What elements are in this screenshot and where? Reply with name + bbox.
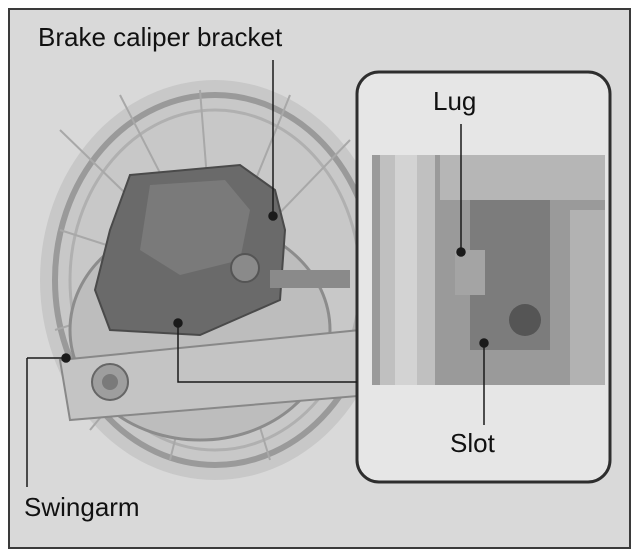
wheel-drawing — [40, 80, 390, 480]
label-slot: Slot — [450, 428, 495, 458]
label-swingarm: Swingarm — [24, 492, 140, 522]
inset-detail — [355, 70, 612, 484]
label-lug: Lug — [433, 86, 477, 116]
label-brake-caliper-bracket: Brake caliper bracket — [38, 22, 283, 52]
